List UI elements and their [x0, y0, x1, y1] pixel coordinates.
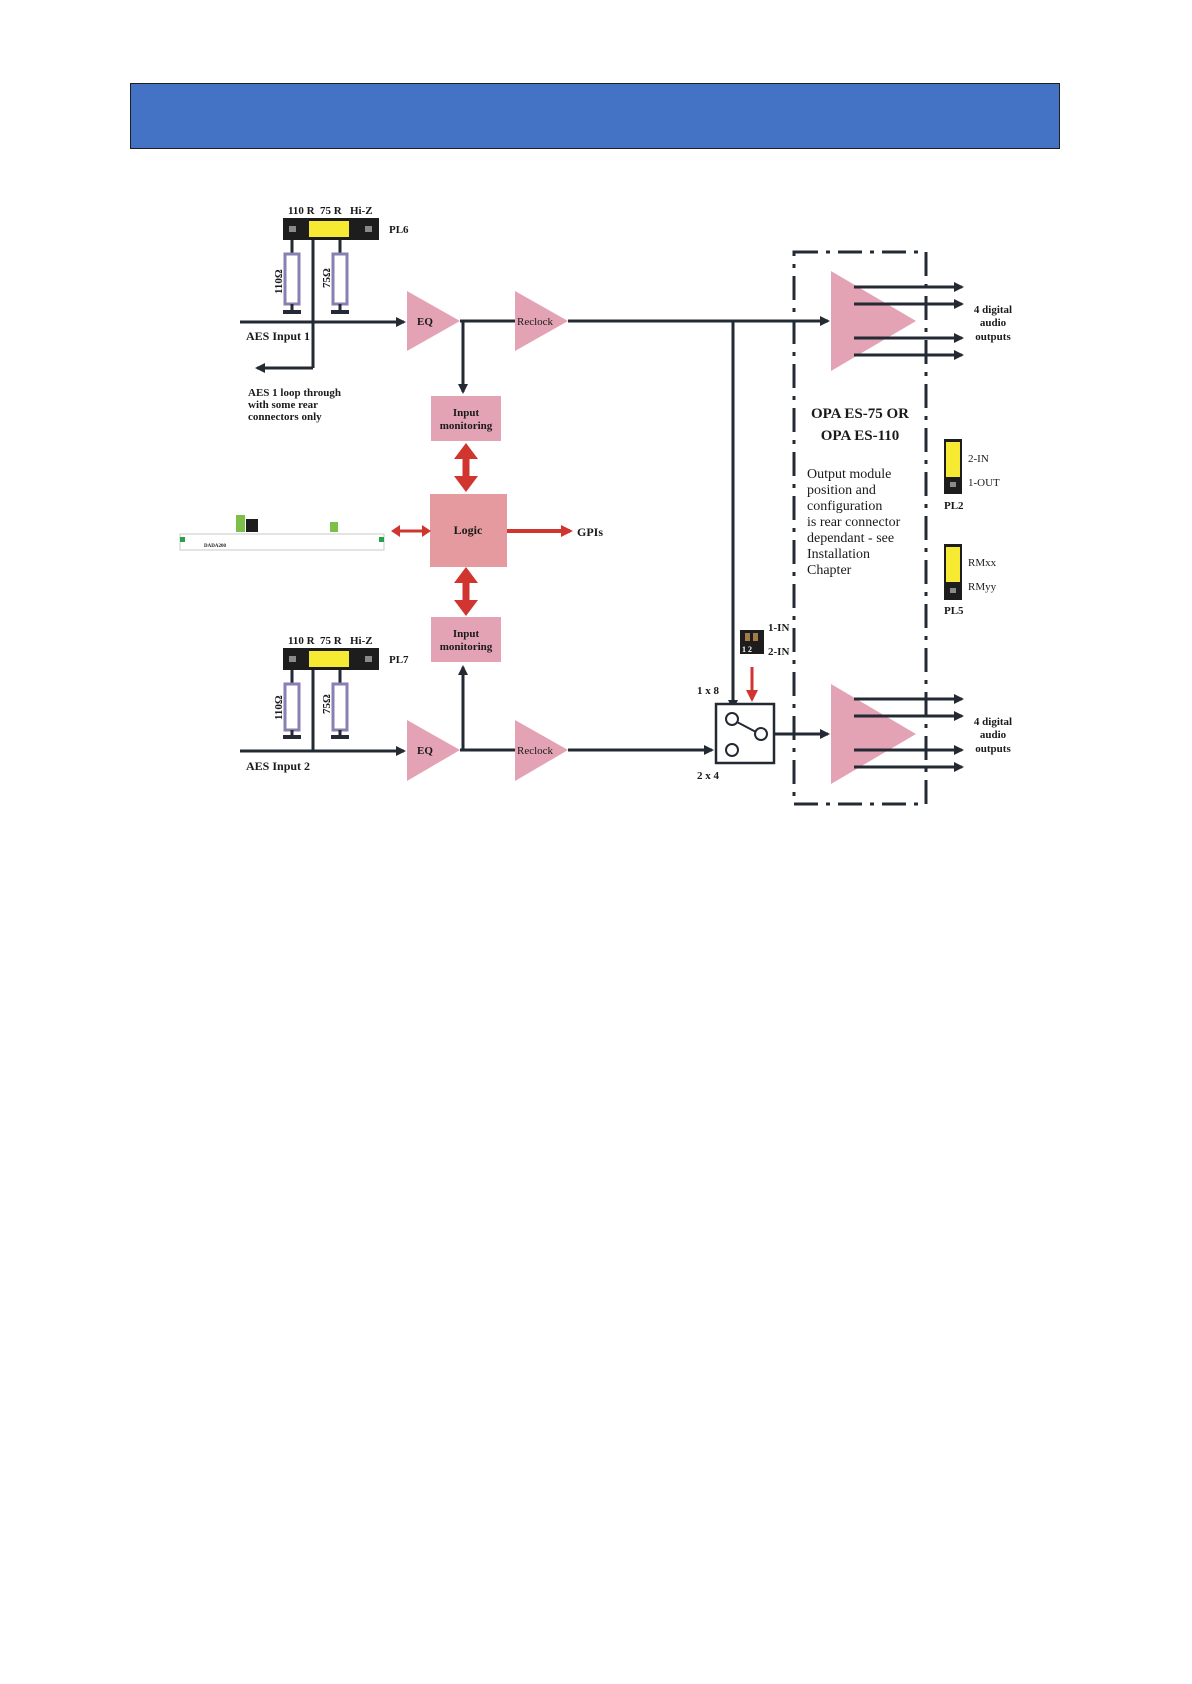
- dip-switch: 1 2: [740, 630, 764, 654]
- reclock-1: Reclock: [515, 291, 568, 351]
- pl5-id: PL5: [944, 605, 964, 617]
- output-amp-1: [831, 271, 964, 371]
- eq-1-label: EQ: [417, 316, 433, 328]
- outputs-2-line-1: 4 digital: [974, 716, 1012, 728]
- module-title-line-2: OPA ES-110: [821, 428, 900, 444]
- resistor-75: [331, 240, 349, 314]
- jumper-label-110r: 110 R: [288, 205, 316, 217]
- output-module-box: [792, 250, 928, 806]
- input-monitoring-1: Input monitoring: [431, 396, 501, 441]
- pl2-label-1-out: 1-OUT: [968, 477, 1000, 489]
- dip-label-2-in: 2-IN: [768, 646, 789, 658]
- module-desc-line-6: Installation: [807, 547, 870, 562]
- dip-label-1-in: 1-IN: [768, 622, 789, 634]
- pl5-label-rmxx: RMxx: [968, 557, 997, 569]
- resistor-110: [283, 240, 301, 314]
- input-monitoring-2-line-2: monitoring: [440, 641, 493, 653]
- resistor2-75: [331, 670, 349, 739]
- input-monitoring-2-line-1: Input: [453, 628, 480, 640]
- dip-switch-text: 1 2: [742, 645, 752, 654]
- pl2-label-2-in: 2-IN: [968, 453, 989, 465]
- gpis-label: GPIs: [577, 525, 603, 539]
- aes-input-1-label: AES Input 1: [246, 329, 310, 343]
- jumper2-label-110r: 110 R: [288, 635, 316, 647]
- switch-label-bottom: 2 x 4: [697, 770, 720, 782]
- pl2-id: PL2: [944, 500, 964, 512]
- outputs-1-line-3: outputs: [975, 331, 1011, 343]
- header-banner: [130, 83, 1060, 149]
- logic-label: Logic: [454, 523, 483, 537]
- outputs-2-line-3: outputs: [975, 743, 1011, 755]
- outputs-2-line-2: audio: [980, 729, 1007, 741]
- module-title-line-1: OPA ES-75 OR: [811, 406, 909, 422]
- outputs-1-line-1: 4 digital: [974, 304, 1012, 316]
- resistor2-label-110: 110Ω: [273, 695, 285, 720]
- eq-2-label: EQ: [417, 745, 433, 757]
- jumper-pl7: [283, 648, 379, 670]
- logic-link-upper: [454, 443, 478, 492]
- logic-block: Logic: [430, 494, 507, 567]
- reclock-2-label: Reclock: [517, 745, 554, 757]
- jumper-label-75r: 75 R: [320, 205, 343, 217]
- loop-through-line-1: AES 1 loop through: [248, 387, 341, 399]
- input-monitoring-1-line-1: Input: [453, 407, 480, 419]
- input1-section: 110 R 75 R Hi-Z PL6 110Ω 75Ω AES Input 1: [240, 205, 409, 423]
- input2-section: 110 R 75 R Hi-Z PL7 110Ω 75Ω AES Input 2: [240, 635, 409, 773]
- module-desc-line-5: dependant - see: [807, 531, 894, 546]
- resistor2-110: [283, 670, 301, 739]
- switch-block: [714, 702, 776, 765]
- jumper-id-pl6: PL6: [389, 224, 409, 236]
- module-desc-line-4: is rear connector: [807, 515, 901, 530]
- loop-through-line-2: with some rear: [248, 399, 318, 411]
- board-link: [391, 525, 431, 537]
- outputs-1-line-2: audio: [980, 317, 1007, 329]
- switch-label-top: 1 x 8: [697, 685, 720, 697]
- jumper2-label-hiz: Hi-Z: [350, 635, 373, 647]
- jumper-pl2: [944, 439, 962, 494]
- pl5-label-rmyy: RMyy: [968, 581, 997, 593]
- jumper-label-hiz: Hi-Z: [350, 205, 373, 217]
- jumper2-label-75r: 75 R: [320, 635, 343, 647]
- jumper-id-pl7: PL7: [389, 654, 409, 666]
- input-monitoring-2: Input monitoring: [431, 617, 501, 662]
- logic-link-lower: [454, 567, 478, 616]
- eq-1: EQ: [407, 291, 460, 351]
- resistor-label-75: 75Ω: [321, 268, 333, 288]
- reclock-2: Reclock: [515, 720, 568, 781]
- reclock-1-label: Reclock: [517, 316, 554, 328]
- eq-2: EQ: [407, 720, 460, 781]
- board-name: DADA200: [204, 544, 226, 549]
- jumper-pl6: [283, 218, 379, 240]
- resistor2-label-75: 75Ω: [321, 694, 333, 714]
- module-desc-line-1: Output module: [807, 467, 891, 482]
- board-outline: DADA200: [179, 515, 385, 551]
- module-desc-line-3: configuration: [807, 499, 882, 514]
- input-monitoring-1-line-2: monitoring: [440, 420, 493, 432]
- loop-through-line-3: connectors only: [248, 411, 322, 423]
- aes-input-2-label: AES Input 2: [246, 759, 310, 773]
- resistor-label-110: 110Ω: [273, 269, 285, 294]
- module-desc-line-2: position and: [807, 483, 876, 498]
- jumper-pl5: [944, 544, 962, 600]
- module-desc-line-7: Chapter: [807, 563, 852, 578]
- output-amp-2: [831, 684, 964, 784]
